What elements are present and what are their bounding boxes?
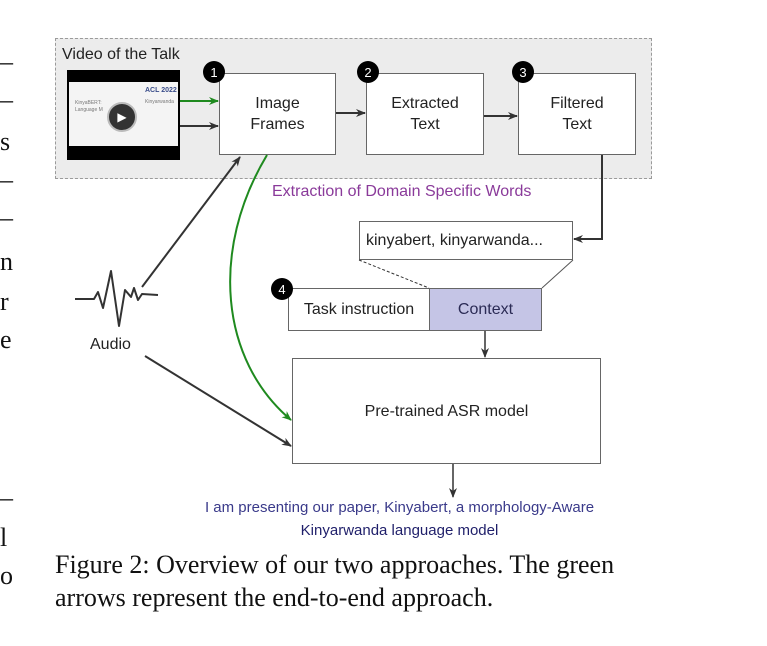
video-label: Video of the Talk — [62, 46, 180, 63]
zoom-line-right — [541, 259, 574, 289]
margin-glyph: – — [0, 203, 13, 232]
task-instruction-box: Task instruction — [288, 288, 430, 331]
extracted-text-line1: Extracted — [391, 95, 459, 112]
margin-glyph: – — [0, 47, 13, 76]
slide-title-1: KinyaBERT: — [75, 100, 102, 106]
context-words: kinyabert, kinyarwanda... — [366, 232, 543, 249]
figure-caption: Figure 2: Overview of our two approaches… — [55, 548, 745, 614]
slide-title-2: Language M — [75, 107, 103, 113]
zoom-line-left — [358, 259, 430, 289]
margin-glyph: e — [0, 325, 12, 354]
asr-model-label: Pre-trained ASR model — [364, 402, 529, 420]
margin-glyph: o — [0, 561, 13, 590]
margin-glyph: r — [0, 287, 9, 316]
output-line-2: Kinyarwanda language model — [300, 522, 499, 539]
audio-to-frames-arrow — [141, 156, 241, 288]
caption-line-1: Figure 2: Overview of our two approaches… — [55, 550, 615, 579]
extraction-label: Extraction of Domain Specific Words — [272, 183, 532, 200]
task-instruction-label: Task instruction — [303, 301, 415, 318]
filtered-text-line1: Filtered — [550, 95, 604, 112]
step-badge-2: 2 — [357, 61, 379, 83]
context-label: Context — [457, 301, 514, 318]
audio-to-asr-arrow — [144, 355, 292, 447]
audio-label: Audio — [90, 336, 131, 353]
slide-right-text: Kinyarwanda — [145, 99, 174, 105]
image-frames-line2: Frames — [250, 116, 305, 133]
filtered-to-context-words-arrow — [573, 155, 603, 243]
asr-model-box: Pre-trained ASR model — [292, 358, 601, 464]
margin-glyph: – — [0, 85, 13, 114]
audio-waveform-icon — [75, 270, 159, 327]
margin-glyph: – — [0, 165, 13, 194]
margin-glyph: s — [0, 127, 11, 156]
caption-line-2: arrows represent the end-to-end approach… — [55, 583, 494, 612]
image-frames-line1: Image — [255, 95, 300, 112]
slide-preview: ACL 2022 KinyaBERT: Language M Kinyarwan… — [69, 82, 178, 146]
step-badge-1: 1 — [203, 61, 225, 83]
output-line-1: I am presenting our paper, Kinyabert, a … — [204, 499, 595, 516]
end-to-end-green-arrow — [229, 154, 292, 421]
video-thumbnail[interactable]: ACL 2022 KinyaBERT: Language M Kinyarwan… — [67, 70, 180, 160]
margin-glyph: – — [0, 483, 13, 512]
step-badge-4: 4 — [271, 278, 293, 300]
filtered-text-line2: Text — [562, 116, 592, 133]
context-box: Context — [429, 288, 542, 331]
step-badge-3: 3 — [512, 61, 534, 83]
play-icon[interactable]: ▶ — [107, 102, 137, 132]
margin-glyph: l — [0, 523, 8, 552]
context-words-box: kinyabert, kinyarwanda... — [359, 221, 573, 260]
extracted-text-line2: Text — [410, 116, 440, 133]
conference-label: ACL 2022 — [145, 87, 177, 94]
margin-glyph: n — [0, 247, 13, 276]
